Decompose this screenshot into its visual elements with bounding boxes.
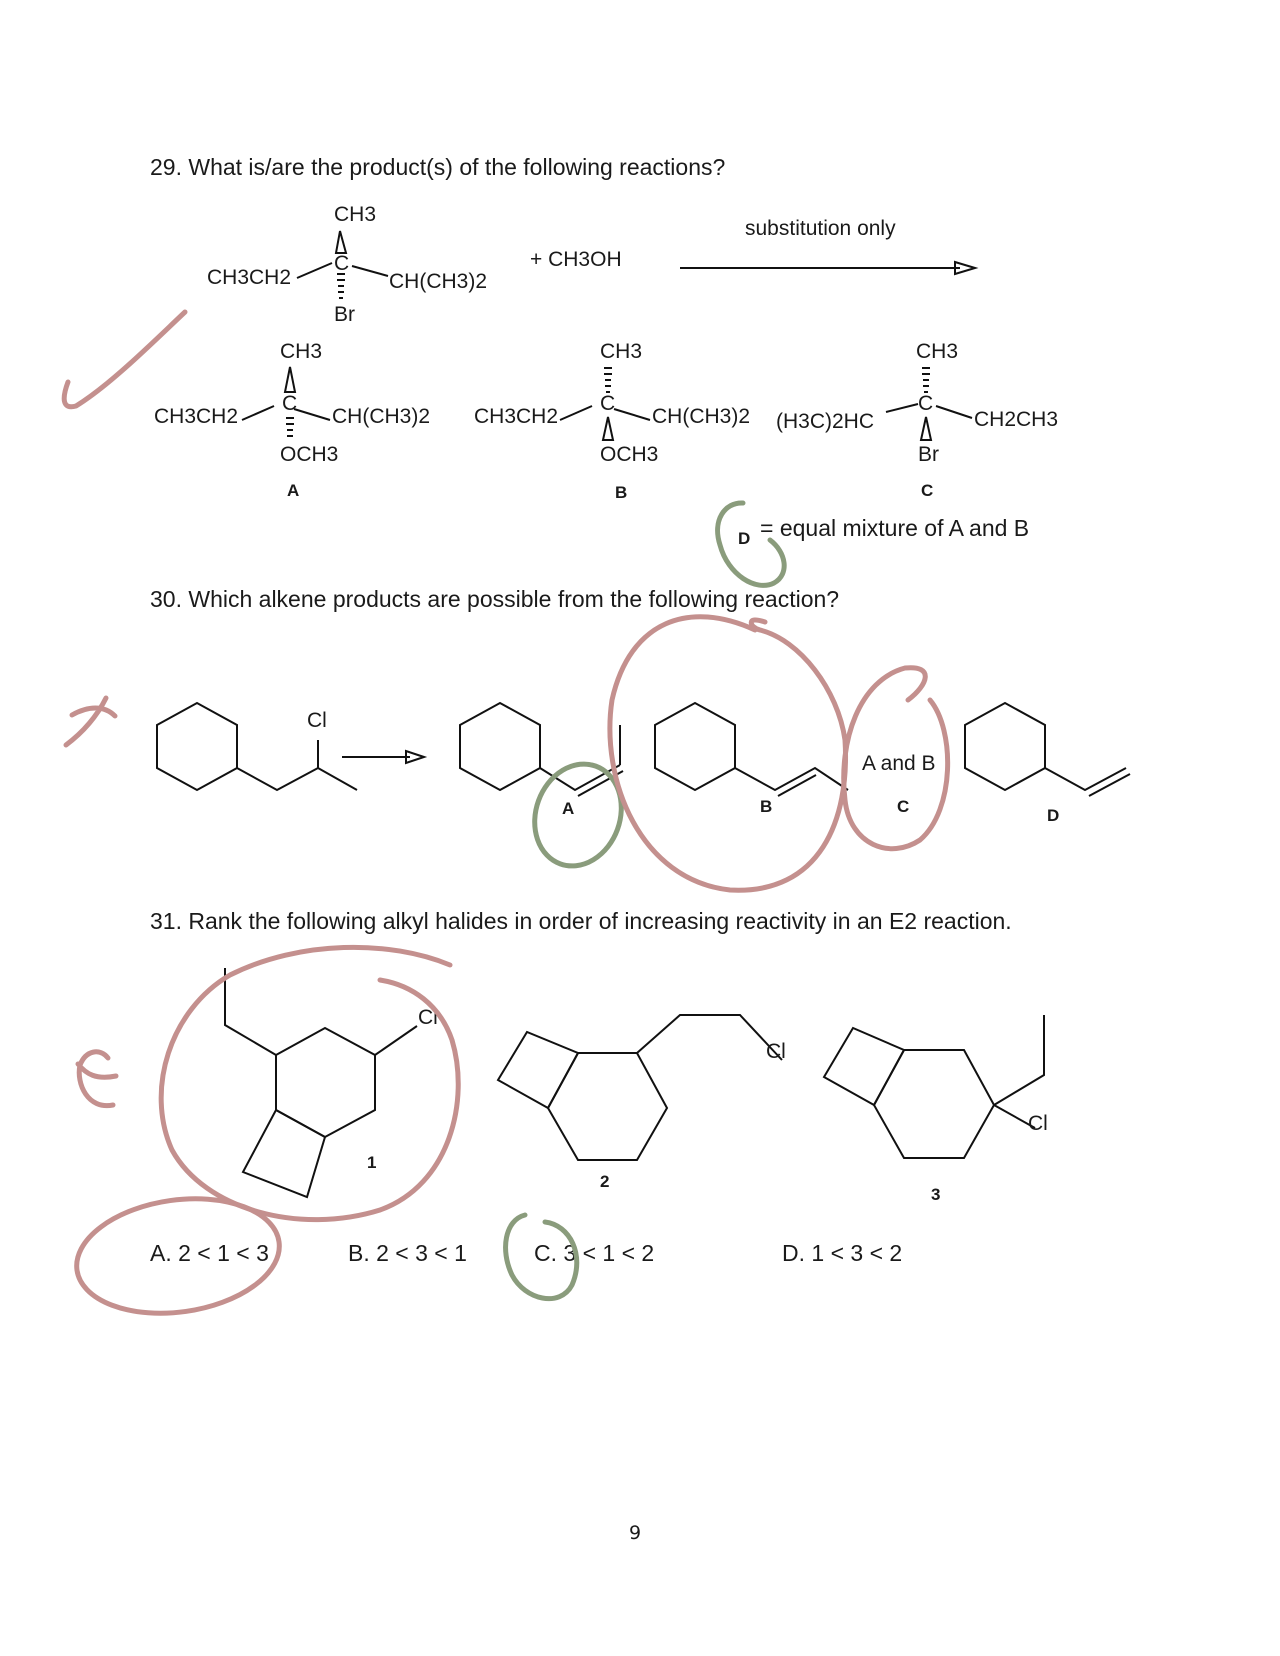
q30-product-d <box>964 701 1131 797</box>
q31-option-b: B. 2 < 3 < 1 <box>348 1240 467 1266</box>
q29-product-a-bonds <box>241 366 331 421</box>
q29-product-c-center: C <box>918 392 934 415</box>
q31-compound-1-cl: Cl <box>418 1006 438 1029</box>
q31-option-c: C. 3 < 1 < 2 <box>534 1240 655 1266</box>
q30-product-b <box>654 701 849 797</box>
q29-product-a-label: A <box>287 481 300 500</box>
q30-chlorine: Cl <box>307 709 327 732</box>
q30-label-c: C <box>897 797 910 816</box>
q29-condition: substitution only <box>745 217 896 240</box>
q31-option-d: D. 1 < 3 < 2 <box>782 1240 903 1266</box>
q29-reactant-hash <box>337 273 345 299</box>
q29-product-c-bonds <box>885 403 973 441</box>
q30-label-a: A <box>562 799 575 818</box>
green-circle-a-icon <box>532 761 624 869</box>
q29-product-c-right: CH2CH3 <box>974 408 1059 431</box>
q29-product-b-bottom: OCH3 <box>600 443 659 466</box>
q29-product-b-left: CH3CH2 <box>474 405 559 428</box>
q29-product-c-bottom: Br <box>918 443 939 466</box>
q29-reactant-bottom: Br <box>334 303 355 326</box>
q29-product-a-right: CH(CH3)2 <box>332 405 431 428</box>
page-number: 9 <box>629 1522 642 1544</box>
q29-product-b-label: B <box>615 483 628 502</box>
q29-product-c-top: CH3 <box>916 340 959 363</box>
q29-product-c-left: (H3C)2HC <box>776 410 875 433</box>
q31-compound-3-cl: Cl <box>1028 1112 1048 1135</box>
q29-product-b-bonds <box>559 405 651 441</box>
q29-reactant-left: CH3CH2 <box>207 266 292 289</box>
x-mark-icon <box>63 695 118 748</box>
q29-reactant-right: CH(CH3)2 <box>389 270 488 293</box>
x-mark-icon <box>75 1049 119 1109</box>
red-circle-c-icon <box>841 665 951 852</box>
q31-option-a: A. 2 < 1 < 3 <box>150 1240 269 1266</box>
q31-compound-1 <box>224 968 418 1199</box>
q31-compound-2-label: 2 <box>600 1172 610 1191</box>
q29-product-b-right: CH(CH3)2 <box>652 405 751 428</box>
q29-product-b-top: CH3 <box>600 340 643 363</box>
checkmark-icon <box>61 309 188 410</box>
q30-reactant <box>156 701 358 792</box>
q29-product-b-center: C <box>600 392 616 415</box>
q29-reactant-top: CH3 <box>334 203 377 226</box>
q30-label-d: D <box>1047 806 1060 825</box>
question-30: 30. Which alkene products are possible f… <box>150 586 840 612</box>
q29-product-b-hash <box>604 367 612 393</box>
q29-reactant-bonds <box>296 230 389 279</box>
q29-product-a-hash <box>286 417 294 437</box>
q29-product-a-bottom: OCH3 <box>280 443 339 466</box>
q29-option-d-label: D <box>738 529 751 548</box>
q30-label-b: B <box>760 797 773 816</box>
q30-arrow <box>342 749 428 765</box>
q31-compound-1-label: 1 <box>367 1153 377 1172</box>
q29-product-a-left: CH3CH2 <box>154 405 239 428</box>
q29-reaction-arrow <box>680 260 979 276</box>
red-circle-compound-1-icon <box>158 944 461 1223</box>
q31-compound-3 <box>822 1015 1045 1159</box>
q29-product-c-label: C <box>921 481 934 500</box>
question-29: 29. What is/are the product(s) of the fo… <box>150 154 726 180</box>
q29-product-a-top: CH3 <box>280 340 323 363</box>
red-circle-b-icon <box>607 614 849 893</box>
red-circle-option-a-icon <box>74 1196 282 1316</box>
q29-option-d-text: = equal mixture of A and B <box>760 515 1030 541</box>
q29-product-a-center: C <box>282 392 298 415</box>
q29-product-c-hash <box>922 367 930 393</box>
q31-compound-2 <box>496 1014 783 1161</box>
green-circle-option-c-icon <box>503 1212 580 1302</box>
q31-compound-2-cl: Cl <box>766 1040 786 1063</box>
q29-reactant-center: C <box>334 252 350 275</box>
q29-reagent: + CH3OH <box>530 248 622 271</box>
q30-option-c-text: A and B <box>862 752 936 775</box>
q31-compound-3-label: 3 <box>931 1185 941 1204</box>
green-circle-d-icon <box>715 500 787 588</box>
question-31: 31. Rank the following alkyl halides in … <box>150 908 1012 934</box>
